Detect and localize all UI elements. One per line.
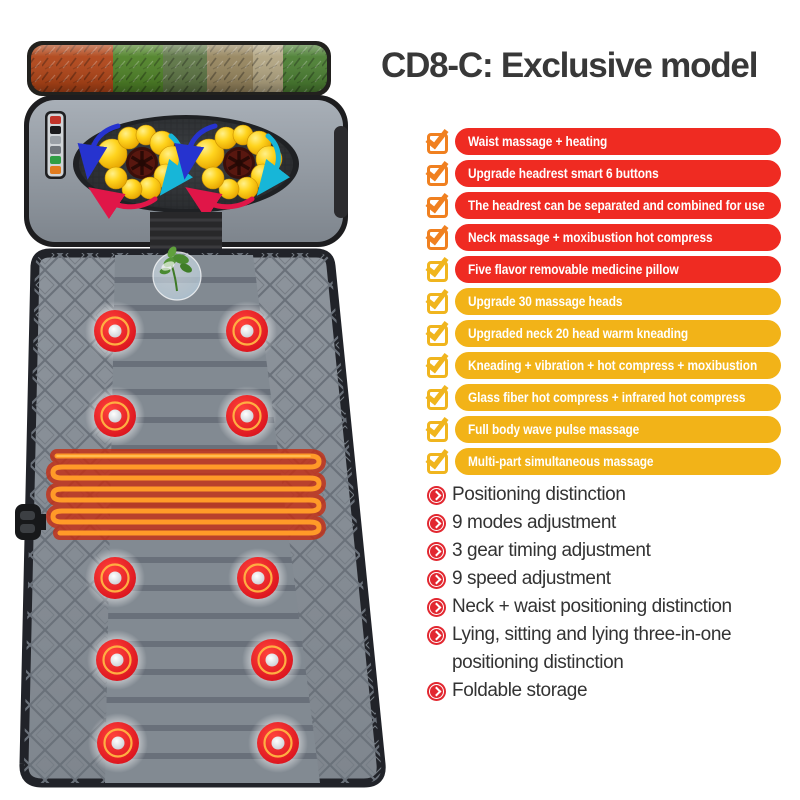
chevron-circle-icon <box>427 598 446 617</box>
feature-item: Glass fiber hot compress + infrared hot … <box>427 384 787 411</box>
check-icon <box>427 229 448 250</box>
chevron-circle-icon <box>427 542 446 561</box>
mat-body <box>15 246 386 788</box>
power-connector <box>15 504 46 540</box>
check-icon <box>427 389 448 410</box>
headrest-strap <box>150 212 222 253</box>
detail-item: Lying, sitting and lying three-in-one po… <box>427 621 799 677</box>
feature-badge: Full body wave pulse massage <box>455 416 781 443</box>
feature-item: Upgraded neck 20 head warm kneading <box>427 320 787 347</box>
chevron-circle-icon <box>427 682 446 701</box>
massage-mat-illustration <box>15 41 386 788</box>
feature-item: Multi-part simultaneous massage <box>427 448 787 475</box>
page-title: CD8-C: Exclusive model <box>381 46 758 85</box>
headrest <box>24 95 348 247</box>
medicine-tube <box>27 41 331 96</box>
feature-badge: Upgraded neck 20 head warm kneading <box>455 320 781 347</box>
chevron-circle-icon <box>427 626 446 645</box>
detail-item: Positioning distinction <box>427 481 799 509</box>
feature-badge: Multi-part simultaneous massage <box>455 448 781 475</box>
check-icon <box>427 293 448 314</box>
headrest-controller <box>45 111 66 179</box>
feature-badge: Neck massage + moxibustion hot compress <box>455 224 781 251</box>
check-icon <box>427 357 448 378</box>
check-icon <box>427 325 448 346</box>
check-icon <box>427 453 448 474</box>
detail-item: 9 speed adjustment <box>427 565 799 593</box>
feature-item: The headrest can be separated and combin… <box>427 192 787 219</box>
feature-badge: Waist massage + heating <box>455 128 781 155</box>
feature-item: Upgrade 30 massage heads <box>427 288 787 315</box>
feature-badge: Kneading + vibration + hot compress + mo… <box>455 352 781 379</box>
herb-bubble <box>152 246 202 301</box>
detail-item: 9 modes adjustment <box>427 509 799 537</box>
feature-item: Neck massage + moxibustion hot compress <box>427 224 787 251</box>
detail-item: 3 gear timing adjustment <box>427 537 799 565</box>
check-icon <box>427 261 448 282</box>
feature-item: Full body wave pulse massage <box>427 416 787 443</box>
detail-item: Neck + waist positioning distinction <box>427 593 799 621</box>
feature-item: Five flavor removable medicine pillow <box>427 256 787 283</box>
feature-badge: Five flavor removable medicine pillow <box>455 256 781 283</box>
check-icon <box>427 197 448 218</box>
chevron-circle-icon <box>427 570 446 589</box>
chevron-circle-icon <box>427 486 446 505</box>
chevron-circle-icon <box>427 514 446 533</box>
check-icon <box>427 421 448 442</box>
detail-list: Positioning distinction 9 modes adjustme… <box>427 481 799 705</box>
feature-badge: Upgrade 30 massage heads <box>455 288 781 315</box>
feature-badge: Glass fiber hot compress + infrared hot … <box>455 384 781 411</box>
check-icon <box>427 165 448 186</box>
feature-item: Upgrade headrest smart 6 buttons <box>427 160 787 187</box>
feature-item: Kneading + vibration + hot compress + mo… <box>427 352 787 379</box>
check-icon <box>427 133 448 154</box>
feature-item: Waist massage + heating <box>427 128 787 155</box>
heating-coil <box>45 449 327 540</box>
detail-item: Foldable storage <box>427 677 799 705</box>
feature-badge: The headrest can be separated and combin… <box>455 192 781 219</box>
kneading-rollers <box>73 115 299 213</box>
feature-badge: Upgrade headrest smart 6 buttons <box>455 160 781 187</box>
feature-list: Waist massage + heating Upgrade headrest… <box>427 128 787 480</box>
